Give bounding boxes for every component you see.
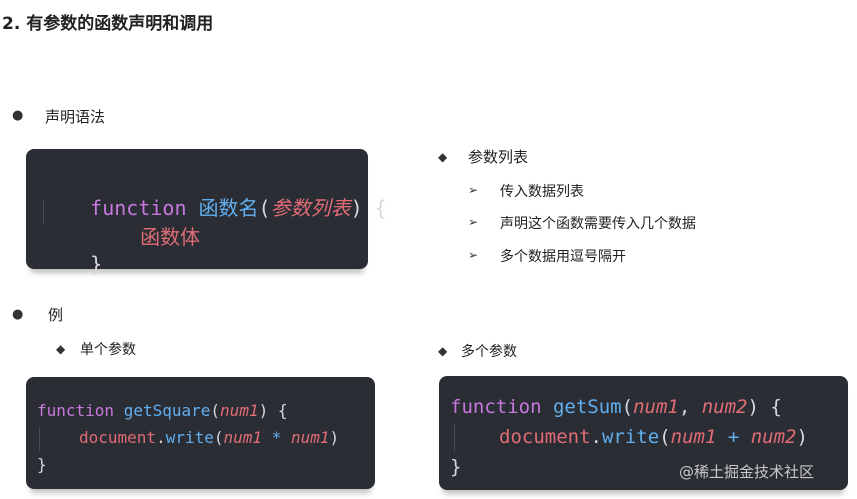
- code-arg: num1: [670, 426, 717, 448]
- param-list-item: 多个数据用逗号隔开: [500, 249, 626, 265]
- code-method: write: [165, 428, 214, 447]
- page-title: 2. 有参数的函数声明和调用: [2, 14, 214, 34]
- code-arg: num1: [290, 428, 330, 447]
- code-fn-name: getSum: [552, 396, 622, 418]
- code-paren: (: [659, 426, 671, 448]
- code-params: 参数列表: [270, 196, 351, 220]
- code-arg: num2: [750, 426, 797, 448]
- single-param-code-block: function getSquare(num1) { document.writ…: [26, 377, 375, 489]
- multi-param-code-block: function getSum(num1, num2) { document.w…: [439, 376, 848, 490]
- code-paren: (: [210, 401, 221, 420]
- code-object: document: [79, 428, 157, 447]
- indent-guide: [39, 427, 40, 451]
- code-fn-name: 函数名: [198, 196, 259, 220]
- code-line-2: document.write(num1 * num1): [79, 428, 339, 447]
- code-brace: ) {: [350, 196, 387, 220]
- code-param: num1: [220, 401, 259, 420]
- code-close: }: [37, 455, 47, 474]
- code-param: num2: [701, 396, 748, 418]
- code-param: num1: [633, 396, 679, 418]
- code-close: }: [450, 456, 462, 478]
- param-list-heading: 参数列表: [468, 148, 529, 166]
- diamond-icon: ◆: [438, 344, 448, 358]
- code-line-2: 函数体: [92, 197, 200, 274]
- indent-guide: [454, 424, 455, 452]
- code-keyword: function: [90, 196, 187, 220]
- watermark: @稀土掘金技术社区: [679, 463, 815, 481]
- arrow-icon: ➢: [468, 215, 479, 229]
- syntax-heading: 声明语法: [45, 108, 106, 126]
- code-keyword: function: [37, 401, 115, 420]
- example-heading: 例: [48, 306, 64, 324]
- code-paren: ): [796, 426, 808, 448]
- code-method: write: [601, 426, 660, 448]
- arrow-icon: ➢: [468, 183, 479, 197]
- code-comma: ,: [678, 396, 702, 418]
- multi-param-label: 多个参数: [461, 344, 517, 360]
- code-brace: ) {: [258, 401, 288, 420]
- code-line-3: }: [37, 455, 47, 474]
- code-line-3: }: [450, 456, 461, 478]
- code-paren: (: [258, 196, 271, 220]
- code-keyword: function: [450, 396, 542, 418]
- code-line-1: function getSum(num1, num2) {: [450, 396, 782, 418]
- param-list-item: 声明这个函数需要传入几个数据: [500, 216, 696, 232]
- syntax-code-block: function 函数名(参数列表) { 函数体 }: [26, 149, 387, 276]
- code-dot: .: [590, 426, 602, 448]
- code-line-1: function 函数名(参数列表) {: [42, 168, 387, 245]
- code-operator: +: [716, 426, 751, 448]
- bullet-dot-icon: ●: [12, 108, 24, 123]
- code-arg: num1: [223, 428, 263, 447]
- indent-guide: [43, 199, 44, 225]
- code-paren: (: [213, 428, 224, 447]
- code-close: }: [90, 252, 103, 276]
- param-list-item: 传入数据列表: [500, 184, 584, 200]
- code-paren: (: [621, 396, 634, 418]
- diamond-icon: ◆: [438, 150, 448, 164]
- code-operator: *: [262, 428, 291, 447]
- code-object: document: [499, 426, 591, 448]
- code-line-2: document.write(num1 + num2): [499, 426, 808, 448]
- bullet-dot-icon: ●: [12, 307, 24, 322]
- code-line-3: }: [42, 228, 102, 300]
- single-param-label: 单个参数: [80, 342, 136, 358]
- code-brace: ) {: [747, 396, 782, 418]
- code-line-1: function getSquare(num1) {: [37, 401, 287, 420]
- code-body: 函数体: [140, 225, 201, 249]
- arrow-icon: ➢: [468, 248, 479, 262]
- code-fn-name: getSquare: [123, 401, 211, 420]
- diamond-icon: ◆: [56, 342, 66, 356]
- code-dot: .: [156, 428, 166, 447]
- code-paren: ): [329, 428, 340, 447]
